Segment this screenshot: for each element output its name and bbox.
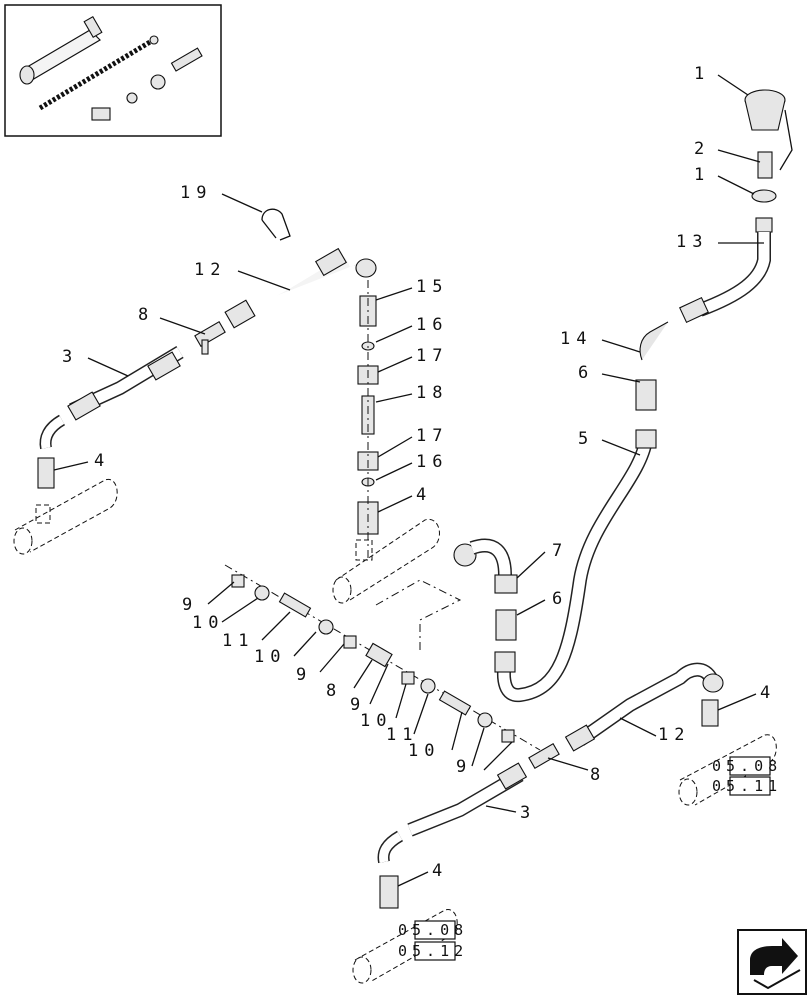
elbow-7 xyxy=(453,538,518,641)
callout-2: 2 xyxy=(694,139,710,159)
callout-8: 8 xyxy=(138,305,154,325)
callout-7: 7 xyxy=(552,541,568,561)
callout-10: 10 xyxy=(408,741,440,761)
callout-13: 13 xyxy=(676,232,708,252)
hose-5 xyxy=(494,429,657,703)
fitting-stack xyxy=(357,280,379,560)
leader-lines xyxy=(53,74,764,887)
callout-4: 4 xyxy=(94,451,110,471)
callout-10: 10 xyxy=(192,613,224,633)
hose-assembly-lower xyxy=(377,662,724,909)
callout-19: 19 xyxy=(180,183,212,203)
callout-8: 8 xyxy=(590,765,606,785)
callout-4: 4 xyxy=(432,861,448,881)
callout-14: 14 xyxy=(560,329,592,349)
reference-label[interactable]: 05.08 xyxy=(712,757,782,775)
clamp-19 xyxy=(261,208,291,241)
reference-label[interactable]: 05.08 xyxy=(398,921,468,939)
callout-17: 17 xyxy=(416,426,448,446)
callout-9: 9 xyxy=(350,695,366,715)
callout-12: 12 xyxy=(194,260,226,280)
callout-15: 15 xyxy=(416,277,448,297)
callout-9: 9 xyxy=(456,757,472,777)
callout-9: 9 xyxy=(182,595,198,615)
callout-1: 1 xyxy=(694,165,710,185)
fitting-chain xyxy=(224,564,541,751)
callout-8: 8 xyxy=(326,681,342,701)
callout-17: 17 xyxy=(416,346,448,366)
kit-overview-icon xyxy=(19,15,203,121)
callout-16: 16 xyxy=(416,315,448,335)
reference-label[interactable]: 05.11 xyxy=(712,777,782,795)
callout-11: 11 xyxy=(222,631,254,651)
cylinder-center xyxy=(332,518,440,604)
callout-6: 6 xyxy=(552,589,568,609)
cylinder-left xyxy=(13,478,118,555)
callout-4: 4 xyxy=(760,683,776,703)
reference-bottom: 05.08 05.12 xyxy=(398,920,468,961)
callout-18: 18 xyxy=(416,383,448,403)
kit-inset xyxy=(4,4,222,137)
callout-11: 11 xyxy=(386,725,418,745)
callout-1: 1 xyxy=(694,64,710,84)
hose-assembly-upper-left xyxy=(37,245,377,489)
reference-right: 05.08 05.11 xyxy=(712,756,782,796)
callout-16: 16 xyxy=(416,452,448,472)
callout-12: 12 xyxy=(658,725,690,745)
callout-3: 3 xyxy=(520,803,536,823)
next-page-arrow-icon[interactable] xyxy=(737,929,807,995)
callout-10: 10 xyxy=(360,711,392,731)
callout-5: 5 xyxy=(578,429,594,449)
reference-label[interactable]: 05.12 xyxy=(398,942,468,960)
callout-6: 6 xyxy=(578,363,594,383)
callout-4: 4 xyxy=(416,485,432,505)
callout-3: 3 xyxy=(62,347,78,367)
callout-labels: 1 2 1 13 14 6 5 19 12 8 3 4 15 16 17 18 … xyxy=(62,64,776,881)
reservoir-assembly xyxy=(635,89,793,411)
callout-10: 10 xyxy=(254,647,286,667)
callout-9: 9 xyxy=(296,665,312,685)
